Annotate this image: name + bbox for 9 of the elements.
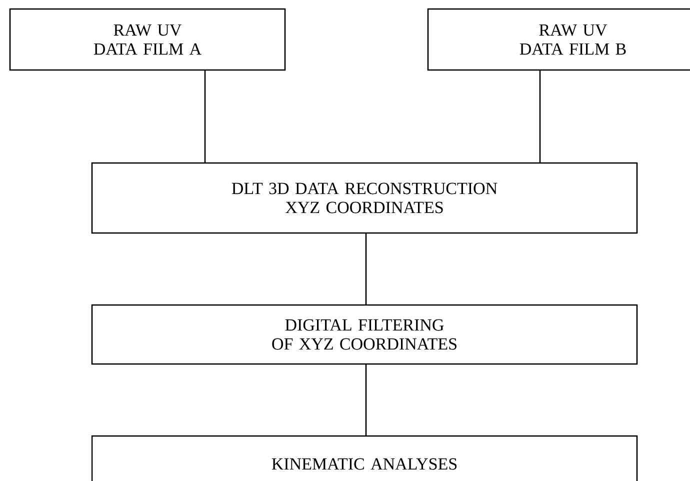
process-box: DIGITAL FILTERING OF XYZ COORDINATES <box>91 304 638 365</box>
connector-line <box>365 364 367 436</box>
connector-line <box>204 70 206 163</box>
connector-line <box>539 70 541 163</box>
process-box: KINEMATIC ANALYSES <box>91 435 638 481</box>
connector-line <box>365 233 367 305</box>
process-box: DLT 3D DATA RECONSTRUCTION XYZ COORDINATES <box>91 162 638 234</box>
process-box: RAW UV DATA FILM B <box>427 8 690 71</box>
process-box: RAW UV DATA FILM A <box>9 8 286 71</box>
